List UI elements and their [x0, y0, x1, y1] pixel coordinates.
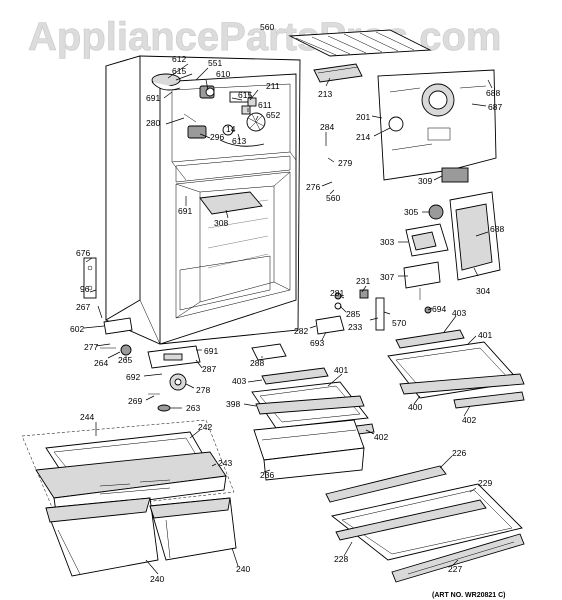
- part-label: 242: [198, 422, 212, 432]
- hinge-parts-left: [83, 257, 201, 412]
- part-label: 244: [80, 412, 94, 422]
- wire-rack: [288, 29, 432, 83]
- part-label: 277: [84, 342, 98, 352]
- part-label: 287: [202, 364, 216, 374]
- shelf-support-parts: [251, 289, 432, 361]
- part-label: 231: [356, 276, 370, 286]
- part-label: 226: [452, 448, 466, 458]
- meat-pan: [253, 419, 365, 481]
- part-label: 687: [488, 102, 502, 112]
- part-label: 400: [408, 402, 422, 412]
- part-label: 264: [94, 358, 108, 368]
- control-housing: [403, 191, 501, 300]
- part-label: 401: [334, 365, 348, 375]
- part-label: 282: [294, 326, 308, 336]
- part-label: 691: [146, 93, 160, 103]
- part-label: 227: [448, 564, 462, 574]
- part-label: 560: [326, 193, 340, 203]
- part-label: 676: [76, 248, 90, 258]
- leader-lines: [83, 63, 493, 575]
- part-label: 692: [126, 372, 140, 382]
- part-label: 276: [306, 182, 320, 192]
- part-label: 612: [172, 54, 186, 64]
- crisper-assembly: [21, 419, 237, 577]
- part-label: 615: [172, 66, 186, 76]
- part-label: 308: [214, 218, 228, 228]
- part-label: 279: [338, 158, 352, 168]
- part-label: 240: [236, 564, 250, 574]
- part-label: 211: [266, 81, 280, 91]
- part-label: 693: [310, 338, 324, 348]
- crisper-cover: [325, 465, 525, 583]
- part-label: 398: [226, 399, 240, 409]
- part-label: 560: [260, 22, 274, 32]
- part-label: 296: [210, 132, 224, 142]
- part-label: 305: [404, 207, 418, 217]
- part-label: 229: [478, 478, 492, 488]
- part-label: 14: [226, 124, 236, 134]
- part-label: 570: [392, 318, 406, 328]
- part-label: 611: [258, 100, 272, 110]
- part-label: 401: [478, 330, 492, 340]
- part-label: 403: [232, 376, 246, 386]
- part-label: 267: [76, 302, 90, 312]
- part-label: 309: [418, 176, 432, 186]
- part-label: 551: [208, 58, 222, 68]
- part-label: 228: [334, 554, 348, 564]
- part-label: 263: [186, 403, 200, 413]
- part-label: 201: [356, 112, 370, 122]
- rear-air-panel: [377, 69, 497, 183]
- part-label: 280: [146, 118, 160, 128]
- part-label: 652: [266, 110, 280, 120]
- shelf-middle: [251, 367, 375, 441]
- watermark: AppliancePartsPros.com: [28, 15, 502, 59]
- part-label: 615: [238, 90, 252, 100]
- part-label: 303: [380, 237, 394, 247]
- part-label: 285: [346, 309, 360, 319]
- part-label: 269: [128, 396, 142, 406]
- part-label: 265: [118, 355, 132, 365]
- part-label: 691: [178, 206, 192, 216]
- shelf-right: [387, 329, 525, 409]
- part-label: 402: [374, 432, 388, 442]
- part-labels: 560 612 551 615 610 691 615 211 611 652 …: [70, 22, 504, 584]
- part-label: 281: [330, 288, 344, 298]
- part-label: 402: [462, 415, 476, 425]
- part-label: 213: [318, 89, 332, 99]
- art-number: (ART NO. WR20821 C): [432, 592, 506, 599]
- part-label: 307: [380, 272, 394, 282]
- part-label: 233: [348, 322, 362, 332]
- part-label: 610: [216, 69, 230, 79]
- part-label: 214: [356, 132, 370, 142]
- part-label: 288: [250, 358, 264, 368]
- part-label: 688: [490, 224, 504, 234]
- part-label: 236: [260, 470, 274, 480]
- part-label: 691: [204, 346, 218, 356]
- evaporator-fan-assembly: [151, 73, 266, 147]
- part-label: 243: [218, 458, 232, 468]
- part-label: 694: [432, 304, 446, 314]
- part-label: 278: [196, 385, 210, 395]
- part-label: 613: [232, 136, 246, 146]
- part-label: 284: [320, 122, 334, 132]
- part-label: 602: [70, 324, 84, 334]
- part-label: 304: [476, 286, 490, 296]
- part-label: 240: [150, 574, 164, 584]
- part-label: 688: [486, 88, 500, 98]
- part-label: 96: [80, 284, 90, 294]
- part-label: 403: [452, 308, 466, 318]
